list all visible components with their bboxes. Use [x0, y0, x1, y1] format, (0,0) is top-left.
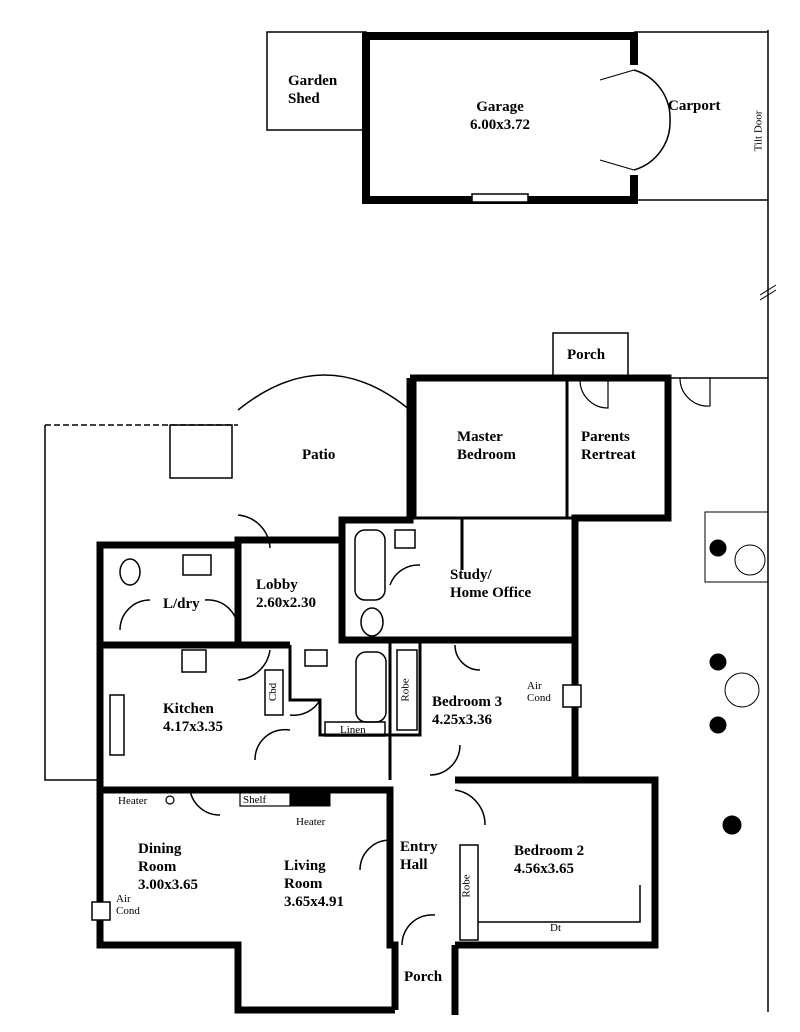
label-line: Shed	[288, 91, 320, 107]
bathtub-icon	[355, 651, 387, 723]
lobby-label: Lobby 2.60x2.30	[256, 576, 316, 612]
patio-label: Patio	[302, 447, 336, 463]
room-size: 6.00x3.72	[470, 117, 530, 133]
door-swings	[119, 514, 486, 946]
sink-icon	[109, 694, 125, 756]
room-size: 4.25x3.36	[432, 712, 492, 728]
robe-label: Robe	[460, 874, 473, 898]
shelf-label: Shelf	[243, 794, 267, 806]
bathtub-icon	[354, 529, 386, 601]
garage-label: Garage 6.00x3.72	[470, 98, 530, 134]
heater-label: Heater	[296, 816, 326, 828]
label-line: Home Office	[450, 585, 532, 601]
carport-label: Carport	[668, 98, 721, 114]
robe-label: Robe	[399, 678, 412, 702]
label-line: Rertreat	[581, 447, 636, 463]
label-line: Air	[527, 680, 542, 692]
patio-outline	[237, 374, 411, 411]
room-name: Garage	[476, 99, 524, 115]
garage-door-swing	[633, 69, 671, 171]
room-size: 2.60x2.30	[256, 595, 316, 611]
bedroom2-label: Bedroom 2 4.56x3.65	[514, 842, 584, 878]
stove-icon	[181, 649, 207, 673]
study-label: Study/Home Office	[450, 566, 531, 602]
label-line: Dining	[138, 841, 182, 857]
heater-label: Heater	[118, 795, 148, 807]
air-cond-unit-icon	[91, 901, 111, 921]
label-line: Study/	[450, 567, 492, 583]
laundry-label: L/dry	[163, 596, 200, 612]
shrubs	[704, 511, 769, 835]
sink-icon	[394, 529, 416, 549]
label-line: Entry	[400, 839, 438, 855]
dt-label: Dt	[550, 922, 561, 934]
toilet-icon	[360, 607, 384, 637]
heater-icon	[165, 795, 175, 805]
label-line: Room	[284, 876, 323, 892]
label-line: Garden	[288, 73, 338, 89]
sink-icon	[304, 649, 328, 667]
room-size: 4.56x3.65	[514, 861, 574, 877]
front-porch-label: Porch	[404, 969, 443, 985]
label-line: Room	[138, 859, 177, 875]
label-line: Hall	[400, 857, 428, 873]
air-cond-unit-icon	[562, 684, 582, 708]
room-size: 3.65x4.91	[284, 894, 344, 910]
kitchen-label: Kitchen 4.17x3.35	[163, 700, 223, 736]
room-name: Bedroom 2	[514, 843, 585, 859]
label-line: Bedroom	[457, 447, 516, 463]
room-name: Kitchen	[163, 701, 214, 717]
label-line: Parents	[581, 429, 630, 445]
toilet-icon	[119, 558, 141, 586]
label-line: Master	[457, 429, 503, 445]
label-line: Air	[116, 893, 131, 905]
label-line: Living	[284, 858, 326, 874]
sink-icon	[182, 554, 212, 576]
bedroom3-label: Bedroom 3 4.25x3.36	[432, 693, 502, 729]
linen-label: Linen	[340, 724, 366, 736]
exterior-walls	[96, 374, 672, 1015]
tilt-door-label: Tilt Door	[752, 110, 765, 152]
room-name: Lobby	[256, 577, 298, 593]
room-name: Bedroom 3	[432, 694, 503, 710]
rear-porch-label: Porch	[567, 347, 606, 363]
room-size: 3.00x3.65	[138, 877, 198, 893]
room-size: 4.17x3.35	[163, 719, 223, 735]
label-line: Cond	[116, 905, 140, 917]
label-line: Cond	[527, 692, 551, 704]
cupboard-label: Cbd	[267, 682, 280, 702]
